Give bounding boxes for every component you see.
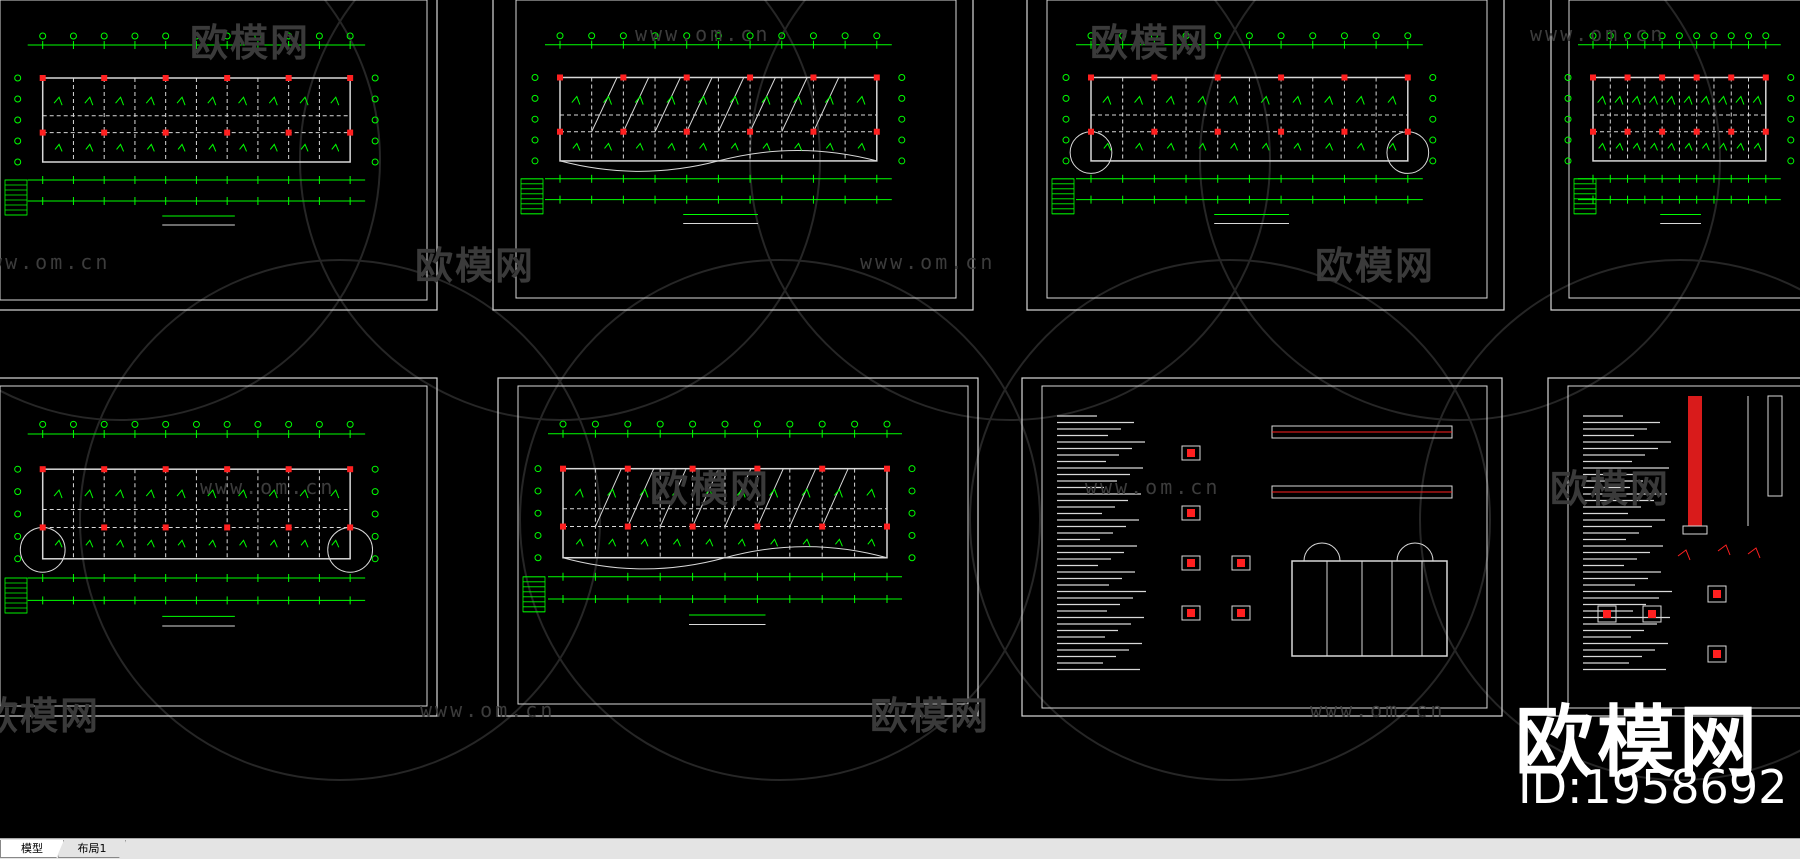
watermark-logo: 欧模网 [190, 21, 311, 65]
watermark-url: www.om.cn [0, 250, 111, 274]
watermark-logo: 欧模网 [1550, 467, 1671, 511]
model-id: ID:1958692 [1518, 760, 1788, 814]
cad-drawing-layer [0, 0, 1800, 781]
watermark-url: www.om.cn [860, 250, 996, 274]
model-space-canvas[interactable]: 欧模网 欧模网 欧模网 欧模网 欧模网 欧模网 欧模网 欧模网 www.om.c… [0, 0, 1800, 838]
watermark-logo: 欧模网 [1315, 244, 1436, 288]
watermark-url: www.om.cn [635, 22, 771, 46]
watermark-logo: 欧模网 [415, 244, 536, 288]
tab-model[interactable]: 模型 [0, 840, 64, 858]
watermark-logo: 欧模网 [650, 467, 771, 511]
watermark-url: www.om.cn [1310, 698, 1446, 722]
watermark-url: www.om.cn [1085, 475, 1221, 499]
watermark-logo: 欧模网 [0, 694, 101, 738]
brand-logo-text: 欧模网 [1515, 698, 1762, 788]
watermark-logo: 欧模网 [870, 694, 991, 738]
watermark-url: www.om.cn [200, 475, 336, 499]
tab-layout1[interactable]: 布局1 [58, 840, 126, 858]
layout-tab-bar: 布局1 模型 [0, 838, 1800, 859]
watermark-logo: 欧模网 [1090, 21, 1211, 65]
watermark-url: www.om.cn [1530, 22, 1666, 46]
watermark-url: www.om.cn [420, 698, 556, 722]
